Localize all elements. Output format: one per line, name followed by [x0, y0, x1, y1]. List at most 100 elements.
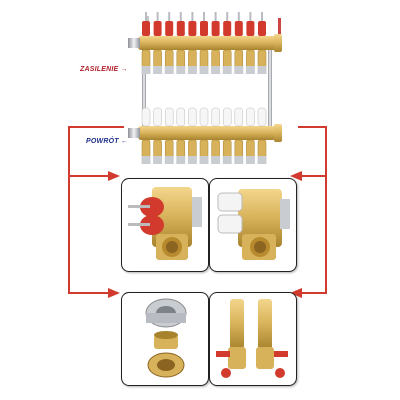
supply-outlet — [257, 49, 267, 69]
return-nut — [257, 156, 267, 164]
connector-top-left — [68, 126, 124, 128]
return-outlet — [234, 139, 244, 159]
flow-meter-stem — [156, 12, 159, 22]
return-valve-cap — [257, 107, 267, 127]
return-valve-cap — [246, 107, 255, 127]
flow-meter-stem — [249, 12, 252, 22]
arrow-icon — [108, 288, 120, 298]
flow-meter-cap — [246, 21, 255, 36]
return-nut — [176, 156, 186, 164]
flow-meter-cap — [234, 21, 243, 36]
return-outlet — [176, 139, 186, 159]
supply-outlet — [211, 49, 220, 69]
return-nut — [234, 156, 244, 164]
flow-meter-cap — [211, 21, 220, 36]
flow-meter-stem — [168, 12, 171, 22]
return-nut — [211, 156, 221, 164]
return-valve-cap — [222, 107, 232, 127]
connector-right-vertical — [325, 126, 327, 294]
supply-outlet — [153, 49, 162, 69]
return-outlet — [246, 139, 255, 159]
supply-nut — [234, 66, 244, 74]
arrow-icon — [108, 171, 120, 181]
return-outlet — [188, 139, 197, 159]
return-valve-cap — [188, 107, 197, 127]
supply-nut — [187, 66, 197, 74]
flow-meter-cap — [142, 21, 150, 36]
detail-ball-valves — [209, 292, 297, 386]
flow-meter-stem — [145, 12, 147, 22]
detail-supply-valve — [121, 178, 209, 272]
supply-outlet — [176, 49, 186, 69]
manifold-image — [128, 16, 282, 142]
return-valve-cap — [199, 107, 209, 127]
return-nut — [187, 156, 197, 164]
detail-return-valve — [209, 178, 297, 272]
supply-outlet — [246, 49, 255, 69]
connector-right-bottom — [296, 292, 327, 294]
detail-compression-fittings — [121, 292, 209, 386]
supply-nut — [211, 66, 221, 74]
flow-meter-cap — [258, 21, 266, 36]
return-arrow-icon: ← — [120, 138, 129, 145]
flow-meter-cap — [153, 21, 162, 36]
return-valve-cap — [211, 107, 220, 127]
return-valve-cap — [164, 107, 174, 127]
return-valve-cap — [153, 107, 162, 127]
flow-meter-stem — [191, 12, 194, 22]
manifold-outlets — [141, 12, 267, 164]
connector-left-vertical — [68, 126, 70, 294]
return-outlet — [141, 139, 151, 159]
flow-meter-cap — [165, 21, 174, 36]
supply-nut — [176, 66, 186, 74]
return-nut — [199, 156, 209, 164]
return-outlet — [211, 139, 220, 159]
flow-meter-stem — [237, 12, 240, 22]
return-outlet — [257, 139, 267, 159]
flow-meter-cap — [176, 21, 185, 36]
return-outlet — [199, 139, 209, 159]
supply-label-text: ZASILENIE — [80, 66, 119, 73]
connector-top-right — [298, 126, 326, 128]
connector-left-mid — [68, 175, 112, 177]
supply-outlet — [199, 49, 209, 69]
return-nut — [222, 156, 232, 164]
flow-meter-cap — [188, 21, 197, 36]
return-label: POWRÓT ← — [86, 138, 128, 145]
return-nut — [245, 156, 255, 164]
supply-outlet — [222, 49, 232, 69]
return-outlet — [153, 139, 162, 159]
supply-outlet — [164, 49, 174, 69]
supply-nut — [199, 66, 209, 74]
connector-right-mid — [296, 175, 327, 177]
flow-meter-cap — [223, 21, 232, 36]
return-label-text: POWRÓT — [86, 138, 119, 145]
flow-meter-stem — [226, 12, 229, 22]
supply-nut — [257, 66, 267, 74]
flow-meter-stem — [214, 12, 217, 22]
return-valve-cap — [141, 107, 151, 127]
return-manifold-bar — [128, 124, 282, 142]
supply-nut — [164, 66, 174, 74]
return-nut — [153, 156, 163, 164]
flow-meter-stem — [203, 12, 205, 22]
flow-meter-stem — [179, 12, 182, 22]
flow-meter-stem — [261, 12, 263, 22]
supply-label: ZASILENIE → — [80, 66, 128, 73]
supply-nut — [153, 66, 163, 74]
supply-arrow-icon: → — [120, 66, 128, 73]
return-outlet — [222, 139, 232, 159]
supply-outlet — [234, 49, 244, 69]
supply-nut — [141, 66, 151, 74]
return-nut — [141, 156, 151, 164]
return-nut — [164, 156, 174, 164]
return-valve-cap — [234, 107, 244, 127]
return-outlet — [164, 139, 174, 159]
supply-nut — [222, 66, 232, 74]
flow-meter-cap — [200, 21, 208, 36]
supply-outlet — [188, 49, 197, 69]
arrow-icon — [290, 171, 302, 181]
supply-nut — [245, 66, 255, 74]
return-valve-cap — [176, 107, 186, 127]
supply-outlet — [141, 49, 151, 69]
